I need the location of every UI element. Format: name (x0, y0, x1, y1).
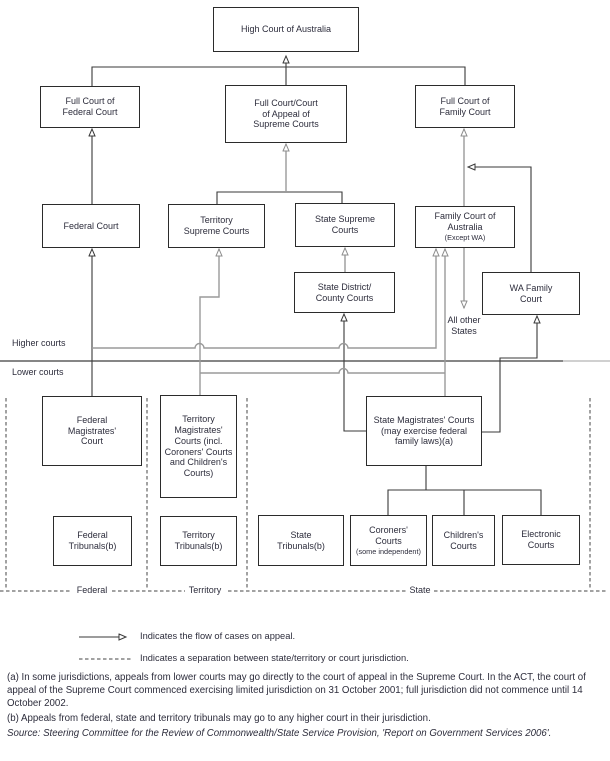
node-territory-supreme: Territory Supreme Courts (168, 204, 265, 248)
node-childrens-courts-label: Children's Courts (443, 529, 484, 551)
jurisdiction-federal-label: Federal (76, 585, 108, 595)
node-state-supreme-label: State Supreme Courts (314, 214, 376, 235)
node-full-court-supreme-label: Full Court/Court of Appeal of Supreme Co… (253, 97, 319, 130)
node-state-tribunals-label: State Tribunals(b) (277, 529, 325, 551)
jurisdiction-separators (0, 398, 608, 592)
node-high-court-label: High Court of Australia (240, 24, 332, 35)
node-family-court-australia-label: Family Court of Australia (434, 211, 496, 233)
jurisdiction-territory-label: Territory (188, 585, 222, 595)
node-territory-magistrates: Territory Magistrates' Courts (incl. Cor… (160, 395, 237, 498)
node-state-magistrates-label: State Magistrates' Courts (may exercise … (373, 414, 475, 447)
node-state-magistrates: State Magistrates' Courts (may exercise … (366, 396, 482, 466)
footnotes: (a) In some jurisdictions, appeals from … (7, 672, 605, 742)
node-coroners-courts-label: Coroners' Courts (369, 524, 408, 546)
node-electronic-courts-label: Electronic Courts (521, 529, 561, 550)
node-wa-family: WA Family Court (482, 272, 580, 315)
lower-courts-label: Lower courts (12, 367, 64, 377)
node-federal-tribunals-label: Federal Tribunals(b) (68, 530, 117, 551)
node-coroners-courts: Coroners' Courts (some independent) (350, 515, 427, 566)
node-full-court-family: Full Court of Family Court (415, 85, 515, 128)
node-state-district: State District/ County Courts (294, 272, 395, 313)
node-federal-tribunals: Federal Tribunals(b) (53, 516, 132, 566)
node-electronic-courts: Electronic Courts (502, 515, 580, 565)
node-state-supreme: State Supreme Courts (295, 203, 395, 247)
node-full-court-federal-label: Full Court of Federal Court (62, 96, 118, 117)
source-line: Source: Steering Committee for the Revie… (7, 727, 552, 739)
node-territory-magistrates-label: Territory Magistrates' Courts (incl. Cor… (164, 413, 233, 479)
node-wa-family-label: WA Family Court (509, 282, 553, 304)
node-full-court-federal: Full Court of Federal Court (40, 86, 140, 128)
higher-courts-label: Higher courts (12, 338, 66, 348)
node-high-court: High Court of Australia (213, 7, 359, 52)
node-territory-tribunals: Territory Tribunals(b) (160, 516, 237, 566)
node-federal-court: Federal Court (42, 204, 140, 248)
node-full-court-supreme: Full Court/Court of Appeal of Supreme Co… (225, 85, 347, 143)
node-territory-supreme-label: Territory Supreme Courts (183, 215, 250, 236)
node-family-court-australia: Family Court of Australia (Except WA) (415, 206, 515, 248)
legend-keys (79, 637, 131, 660)
node-state-district-label: State District/ County Courts (315, 281, 374, 303)
node-territory-tribunals-label: Territory Tribunals(b) (174, 530, 223, 551)
node-federal-magistrates-label: Federal Magistrates' Court (67, 414, 117, 447)
node-federal-magistrates: Federal Magistrates' Court (42, 396, 142, 466)
footnote-a: (a) In some jurisdictions, appeals from … (7, 672, 586, 709)
legend-arrow-label: Indicates the flow of cases on appeal. (140, 631, 296, 641)
node-family-court-australia-sublabel: (Except WA) (444, 233, 486, 243)
node-full-court-family-label: Full Court of Family Court (439, 95, 491, 117)
all-other-states-label: All other States (447, 315, 481, 336)
legend-dashed-label: Indicates a separation between state/ter… (140, 653, 409, 663)
node-coroners-courts-sublabel: (some independent) (356, 546, 421, 556)
jurisdiction-state-label: State (409, 585, 431, 595)
appeal-connectors-gray (92, 129, 464, 396)
footnote-b: (b) Appeals from federal, state and terr… (7, 712, 431, 724)
node-federal-court-label: Federal Court (63, 220, 119, 231)
node-childrens-courts: Children's Courts (432, 515, 495, 566)
appeal-connectors-dark (92, 56, 542, 515)
node-state-tribunals: State Tribunals(b) (258, 515, 344, 566)
